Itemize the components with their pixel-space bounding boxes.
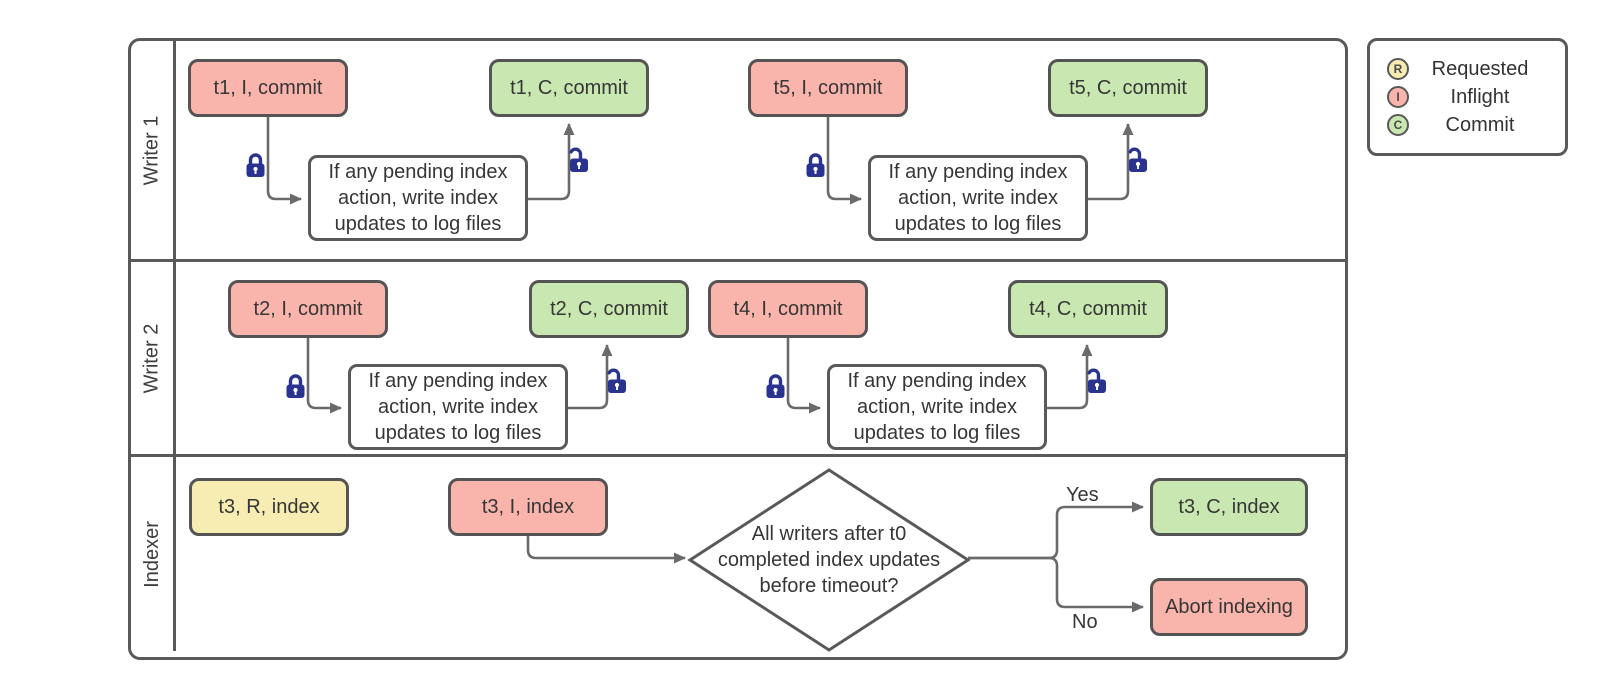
lock-closed-icon [806, 153, 825, 177]
decision-line: All writers after t0 [751, 523, 907, 545]
decision-line: completed index updates [717, 549, 941, 571]
requested-state-icon: R [1387, 58, 1409, 80]
arrow-t2i-to-process [306, 338, 342, 414]
arrow-t3i-to-decision [526, 536, 686, 564]
arrow-process-to-t4c [1045, 344, 1093, 410]
event-node-t2-commit: t2, C, commit [529, 280, 689, 338]
arrow-t4i-to-process [786, 338, 821, 414]
process-line: updates to log files [334, 213, 502, 235]
process-line: If any pending index [368, 370, 548, 392]
lane-indexer-label-cell: Indexer [131, 457, 176, 651]
lock-open-icon [1087, 368, 1106, 393]
decision-line: before timeout? [759, 575, 899, 597]
arrow-process-to-t1c [526, 123, 575, 201]
event-node-t2-inflight: t2, I, commit [228, 280, 388, 338]
lock-open-icon [1128, 147, 1147, 172]
event-node-t4-inflight: t4, I, commit [708, 280, 868, 338]
inflight-state-icon: I [1387, 86, 1409, 108]
lane-writer-2-label-cell: Writer 2 [131, 262, 176, 454]
lock-open-icon [569, 147, 588, 172]
no-branch-label: No [1072, 611, 1098, 633]
arrow-t1i-to-process [266, 117, 302, 205]
process-line: updates to log files [853, 422, 1021, 444]
arrow-t5i-to-process [826, 117, 862, 205]
arrow-decision-yes-to-t3c [968, 501, 1144, 560]
event-node-t3-inflight: t3, I, index [448, 478, 608, 536]
lock-closed-icon [246, 153, 265, 177]
process-line: action, write index [337, 187, 499, 209]
lane-writer-1: Writer 1 [131, 41, 1345, 259]
process-node-writer2-t2: If any pending index action, write index… [348, 364, 568, 450]
process-node-writer1-t5: If any pending index action, write index… [868, 155, 1088, 241]
legend-label-inflight: Inflight [1450, 85, 1510, 108]
event-node-t1-commit: t1, C, commit [489, 59, 649, 117]
commit-state-icon: C [1387, 114, 1409, 136]
yes-branch-label: Yes [1066, 484, 1099, 506]
process-line: If any pending index [847, 370, 1027, 392]
event-node-t4-commit: t4, C, commit [1008, 280, 1168, 338]
arrow-process-to-t2c [566, 344, 613, 410]
process-line: If any pending index [328, 161, 508, 183]
process-line: updates to log files [374, 422, 542, 444]
legend-label-requested: Requested [1431, 57, 1529, 80]
process-line: action, write index [856, 396, 1018, 418]
process-line: action, write index [377, 396, 539, 418]
event-node-abort-indexing: Abort indexing [1150, 578, 1308, 636]
process-line: action, write index [897, 187, 1059, 209]
process-line: If any pending index [888, 161, 1068, 183]
event-node-t3-requested: t3, R, index [189, 478, 349, 536]
lock-closed-icon [766, 374, 785, 398]
legend-label-commit: Commit [1445, 113, 1515, 136]
decision-node-text: All writers after t0 completed index upd… [690, 470, 968, 650]
lock-open-icon [607, 368, 626, 393]
arrow-process-to-t5c [1086, 123, 1134, 201]
event-node-t1-inflight: t1, I, commit [188, 59, 348, 117]
event-node-t5-commit: t5, C, commit [1048, 59, 1208, 117]
event-node-t5-inflight: t5, I, commit [748, 59, 908, 117]
process-line: updates to log files [894, 213, 1062, 235]
lane-writer-2: Writer 2 [131, 259, 1345, 454]
legend-row-inflight: I Inflight [1370, 83, 1565, 111]
decision-diamond [687, 468, 971, 652]
arrow-decision-no-to-abort [968, 556, 1144, 613]
legend: R Requested I Inflight C Commit [1367, 38, 1568, 156]
lane-writer-1-label-cell: Writer 1 [131, 41, 176, 259]
process-node-writer1-t1: If any pending index action, write index… [308, 155, 528, 241]
legend-row-commit: C Commit [1370, 111, 1565, 139]
event-node-t3-commit: t3, C, index [1150, 478, 1308, 536]
lock-closed-icon [286, 374, 305, 398]
lane-indexer: Indexer [131, 454, 1345, 651]
process-node-writer2-t4: If any pending index action, write index… [827, 364, 1047, 450]
legend-row-requested: R Requested [1370, 55, 1565, 83]
